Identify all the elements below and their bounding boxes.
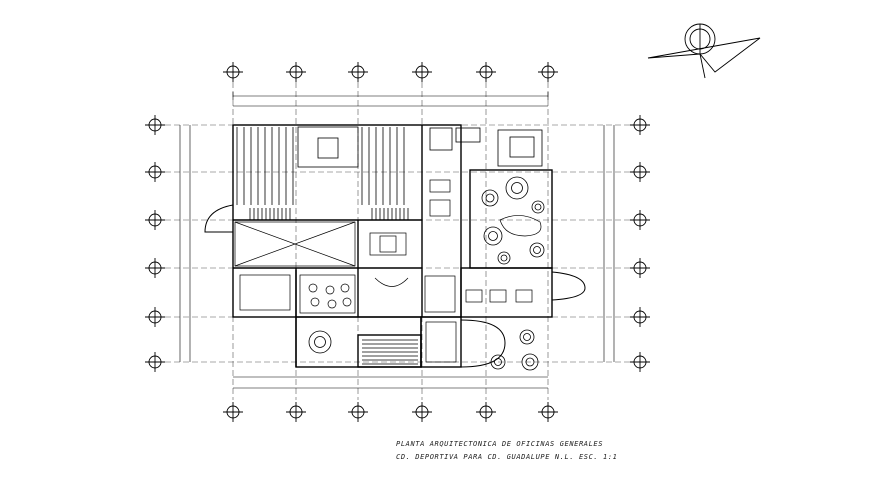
tree [521, 353, 539, 371]
tree [531, 200, 545, 214]
grid-bubbles [145, 62, 650, 422]
stair-hatch-left [236, 127, 294, 220]
tree [529, 242, 545, 258]
conference-room [297, 126, 543, 168]
tree-canopy [534, 203, 542, 211]
tree-canopy [525, 357, 535, 367]
tree-canopy [533, 246, 541, 254]
tree [519, 329, 535, 345]
tree-canopy [314, 336, 326, 348]
north-arrow [647, 23, 761, 79]
drawing-subtitle: CD. DEPORTIVA PARA CD. GUADALUPE N.L. ES… [396, 453, 618, 461]
tree-canopy [488, 231, 498, 241]
garden-trees [308, 176, 545, 371]
tree [308, 330, 332, 354]
drawing-title: PLANTA ARQUITECTONICA DE OFICINAS GENERA… [396, 440, 604, 448]
tree [505, 176, 529, 200]
building-walls [232, 124, 553, 368]
tree-canopy [500, 254, 508, 262]
curved-bays [204, 204, 586, 368]
office-furniture [239, 179, 542, 363]
tree [497, 251, 511, 265]
stair-hatch-right [361, 127, 409, 220]
stair-hatch-bottom [362, 339, 418, 365]
tree [481, 189, 499, 207]
dimension-frame [179, 92, 615, 389]
tree-canopy [511, 182, 523, 194]
central-void [234, 221, 356, 267]
tree-canopy [523, 333, 531, 341]
tree-canopy [485, 193, 495, 203]
tree [483, 226, 503, 246]
